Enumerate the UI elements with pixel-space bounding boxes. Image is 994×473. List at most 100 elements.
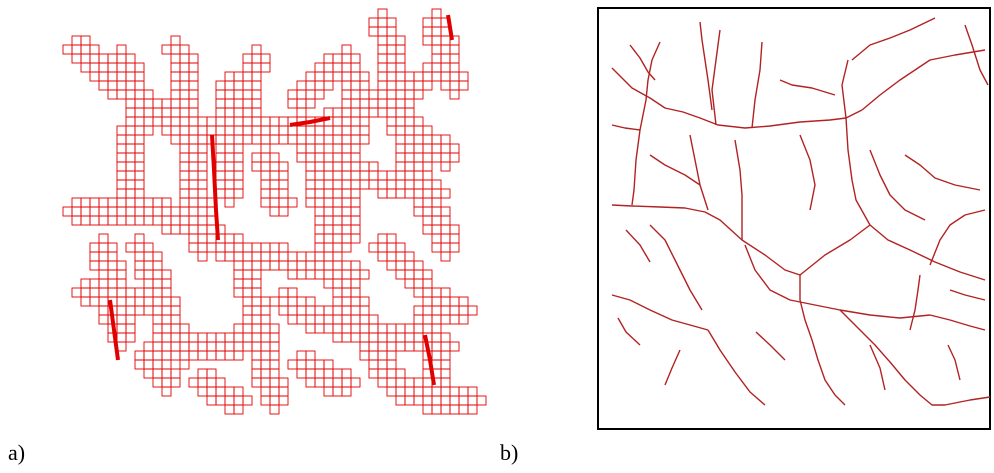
mesh-cell (440, 188, 451, 199)
mesh-cell (206, 242, 217, 253)
mesh-cell (134, 188, 145, 199)
mesh-cell (116, 296, 127, 307)
mesh-cell (350, 71, 361, 82)
mesh-cell (332, 179, 343, 190)
mesh-cell (242, 134, 253, 145)
mesh-cell (458, 305, 469, 316)
mesh-cell (404, 395, 415, 406)
mesh-cell (332, 260, 343, 271)
mesh-cell (134, 359, 145, 370)
mesh-cell (251, 125, 262, 136)
mesh-cell (332, 125, 343, 136)
mesh-cell (152, 260, 163, 271)
mesh-cell (332, 305, 343, 316)
mesh-cell (341, 116, 352, 127)
mesh-cell (260, 251, 271, 262)
mesh-cell (377, 377, 388, 388)
mesh-cell (341, 98, 352, 109)
mesh-cell (161, 116, 172, 127)
mesh-cell (350, 224, 361, 235)
mesh-cell (341, 296, 352, 307)
mesh-cell (386, 350, 397, 361)
mesh-cell (278, 242, 289, 253)
mesh-cell (431, 215, 442, 226)
mesh-cell (377, 350, 388, 361)
mesh-cell (395, 260, 406, 271)
mesh-cell (116, 152, 127, 163)
mesh-cell (206, 368, 217, 379)
mesh-cell (395, 179, 406, 190)
mesh-cell (242, 296, 253, 307)
mesh-cell (440, 233, 451, 244)
mesh-cell (404, 269, 415, 280)
mesh-cell (107, 80, 118, 91)
mesh-cell (89, 206, 100, 217)
mesh-cell (458, 80, 469, 91)
mesh-cell (179, 152, 190, 163)
mesh-cell (386, 323, 397, 334)
mesh-cell (224, 170, 235, 181)
mesh-cell (179, 206, 190, 217)
mesh-cell (359, 116, 370, 127)
mesh-cell (251, 107, 262, 118)
mesh-cell (125, 116, 136, 127)
mesh-cell (413, 287, 424, 298)
mesh-cell (260, 359, 271, 370)
mesh-cell (107, 71, 118, 82)
mesh-cell (197, 233, 208, 244)
mesh-cell (143, 89, 154, 100)
mesh-cell (350, 152, 361, 163)
mesh-cell (332, 116, 343, 127)
mesh-cell (125, 143, 136, 154)
mesh-cell (233, 116, 244, 127)
mesh-cell (152, 323, 163, 334)
mesh-cell (269, 152, 280, 163)
mesh-cell (269, 116, 280, 127)
mesh-cell (269, 350, 280, 361)
mesh-cell (350, 107, 361, 118)
mesh-cell (197, 242, 208, 253)
mesh-cell (323, 206, 334, 217)
mesh-cell (395, 98, 406, 109)
mesh-cell (251, 323, 262, 334)
mesh-cell (161, 269, 172, 280)
mesh-cell (143, 287, 154, 298)
mesh-cell (341, 71, 352, 82)
mesh-cell (134, 197, 145, 208)
mesh-cell (98, 197, 109, 208)
mesh-cell (350, 305, 361, 316)
mesh-cell (89, 215, 100, 226)
mesh-cell (350, 323, 361, 334)
mesh-cell (224, 125, 235, 136)
mesh-cell (413, 188, 424, 199)
mesh-cell (251, 350, 262, 361)
mesh-cell (152, 305, 163, 316)
mesh-cell (125, 125, 136, 136)
mesh-cell (260, 125, 271, 136)
mesh-cell (188, 80, 199, 91)
mesh-cell (206, 116, 217, 127)
mesh-cell (98, 314, 109, 325)
mesh-cell (314, 152, 325, 163)
mesh-cell (296, 98, 307, 109)
mesh-cell (188, 107, 199, 118)
mesh-cell (296, 152, 307, 163)
mesh-cell (422, 224, 433, 235)
mesh-cell (98, 269, 109, 280)
mesh-cell (368, 314, 379, 325)
mesh-cell (440, 359, 451, 370)
mesh-cell (125, 296, 136, 307)
mesh-cell (341, 314, 352, 325)
mesh-cell (350, 116, 361, 127)
mesh-cell (422, 296, 433, 307)
mesh-cell (242, 278, 253, 289)
mesh-cell (161, 287, 172, 298)
mesh-cell (89, 53, 100, 64)
mesh-cell (440, 242, 451, 253)
mesh-cell (449, 296, 460, 307)
mesh-cell (134, 62, 145, 73)
mesh-cell (242, 89, 253, 100)
mesh-cell (422, 152, 433, 163)
mesh-cell (332, 242, 343, 253)
mesh-cell (377, 80, 388, 91)
